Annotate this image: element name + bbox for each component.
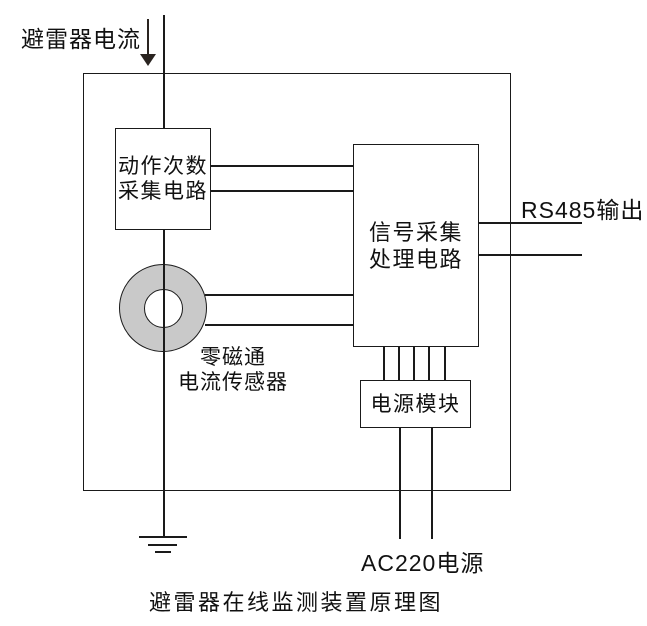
wire-sensor-signal-1	[205, 294, 354, 296]
wire-signal-power-1	[383, 346, 385, 381]
wire-ac-power-2	[431, 427, 433, 539]
action-counter-label-line2: 采集电路	[118, 180, 208, 203]
action-counter-box: 动作次数 采集电路	[115, 128, 211, 230]
device-enclosure-box	[83, 73, 511, 491]
power-module-box: 电源模块	[360, 380, 471, 428]
ground-symbol-bar2	[148, 544, 177, 546]
flow-arrow-icon	[147, 19, 149, 55]
current-sensor-label: 零磁通 电流传感器	[157, 345, 309, 395]
input-wire-top	[163, 15, 165, 128]
current-sensor-label-line1: 零磁通	[200, 346, 266, 369]
signal-processor-label-line1: 信号采集	[368, 219, 463, 245]
rs485-output-label: RS485输出	[521, 197, 645, 223]
wire-signal-power-5	[444, 346, 446, 381]
wire-signal-power-2	[398, 346, 400, 381]
wire-counter-signal-1	[210, 165, 354, 167]
wire-counter-signal-2	[210, 190, 354, 192]
input-current-label: 避雷器电流	[21, 26, 141, 52]
wire-rs485-2	[478, 254, 582, 256]
signal-processor-label-line2: 处理电路	[368, 246, 463, 272]
ac-power-label: AC220电源	[361, 550, 485, 576]
main-conductor-wire	[163, 230, 165, 537]
power-module-label: 电源模块	[370, 392, 461, 416]
ground-symbol-icon	[139, 536, 187, 538]
wire-sensor-signal-2	[205, 324, 354, 326]
ground-symbol-bar3	[155, 551, 171, 553]
current-sensor-label-line2: 电流传感器	[178, 371, 288, 394]
wire-ac-power-1	[399, 427, 401, 539]
diagram-caption: 避雷器在线监测装置原理图	[148, 590, 444, 615]
signal-processor-box: 信号采集 处理电路	[353, 144, 479, 347]
flow-arrowhead-icon	[140, 54, 156, 66]
wire-rs485-1	[478, 222, 582, 224]
action-counter-label-line1: 动作次数	[118, 155, 208, 178]
wire-signal-power-4	[428, 346, 430, 381]
wire-signal-power-3	[413, 346, 415, 381]
